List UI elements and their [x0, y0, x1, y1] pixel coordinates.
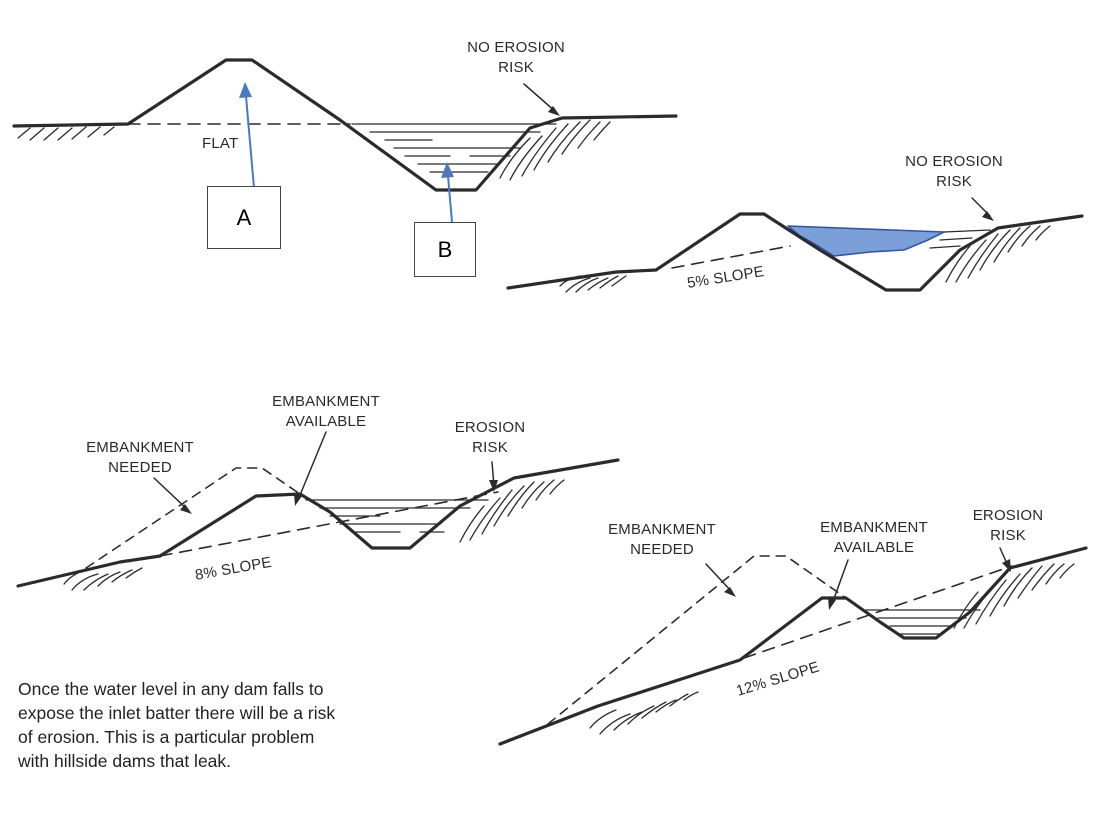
needed-label-line1: EMBANKMENT	[608, 521, 716, 538]
risk-label-line1: NO EROSION	[905, 153, 1003, 170]
risk-label-line2: RISK	[990, 527, 1026, 544]
risk-pointer-head	[1002, 559, 1011, 572]
available-pointer	[297, 431, 327, 501]
needed-label-line2: NEEDED	[630, 541, 694, 558]
ground-hatch	[63, 479, 565, 591]
needed-pointer	[705, 563, 733, 593]
panel-twelve	[498, 546, 1088, 746]
risk-label-line2: RISK	[472, 439, 508, 456]
available-label-line2: AVAILABLE	[286, 413, 366, 430]
risk-label-line2: RISK	[498, 59, 534, 76]
risk-label-line1: NO EROSION	[467, 39, 565, 56]
risk-pointer-head	[548, 106, 560, 116]
ground-profile	[16, 458, 620, 588]
needed-pointer-head	[180, 504, 192, 514]
arrow-b-head	[441, 162, 454, 178]
available-pointer	[831, 559, 849, 605]
ground-profile	[498, 546, 1088, 746]
original-ground-line	[743, 565, 1013, 659]
caption-line: Once the water level in any dam falls to	[18, 679, 324, 699]
needed-pointer-head	[724, 587, 736, 597]
available-pointer-head	[828, 597, 836, 610]
ground-profile	[506, 212, 1084, 292]
marker-box-b: B	[414, 222, 476, 277]
embankment-needed-line	[85, 467, 301, 569]
risk-pointer-head	[982, 211, 994, 221]
risk-label-line2: RISK	[936, 173, 972, 190]
arrow-b	[447, 175, 453, 223]
needed-label-line1: EMBANKMENT	[86, 439, 194, 456]
slope-label-flat: FLAT	[202, 135, 238, 152]
risk-label-line1: EROSION	[455, 419, 526, 436]
arrow-a	[245, 95, 255, 189]
caption-line: expose the inlet batter there will be a …	[18, 703, 336, 723]
available-pointer-head	[294, 493, 302, 506]
ground-hatch	[17, 119, 611, 181]
water-lines	[865, 609, 981, 635]
available-label-line1: EMBANKMENT	[272, 393, 380, 410]
water-fill	[787, 225, 945, 257]
risk-pointer	[523, 83, 557, 113]
original-ground-line	[159, 491, 499, 557]
caption-line: with hillside dams that leak.	[18, 751, 232, 771]
risk-pointer-head	[489, 480, 498, 492]
caption: Once the water level in any dam falls to…	[18, 677, 478, 773]
ground-hatch	[559, 225, 1051, 293]
available-label-line1: EMBANKMENT	[820, 519, 928, 536]
arrow-a-head	[239, 82, 252, 98]
slope-label-five: 5% SLOPE	[686, 263, 765, 292]
panel-five	[506, 197, 1084, 293]
needed-label-line2: NEEDED	[108, 459, 172, 476]
marker-box-a: A	[207, 186, 281, 249]
panel-eight	[16, 431, 620, 591]
needed-pointer	[153, 477, 189, 511]
risk-label-line1: EROSION	[973, 507, 1044, 524]
water-lines	[929, 229, 991, 249]
embankment-needed-line	[547, 555, 847, 725]
slope-label-twelve: 12% SLOPE	[734, 658, 821, 699]
ground-profile	[12, 58, 678, 192]
water-lines	[351, 123, 557, 173]
caption-line: of erosion. This is a particular problem	[18, 727, 315, 747]
marker-arrows	[239, 82, 454, 223]
ground-hatch	[589, 563, 1075, 735]
available-label-line2: AVAILABLE	[834, 539, 914, 556]
original-ground-line	[671, 245, 791, 269]
slope-label-eight: 8% SLOPE	[194, 554, 273, 584]
water-lines	[305, 499, 489, 533]
panel-flat	[12, 58, 678, 192]
